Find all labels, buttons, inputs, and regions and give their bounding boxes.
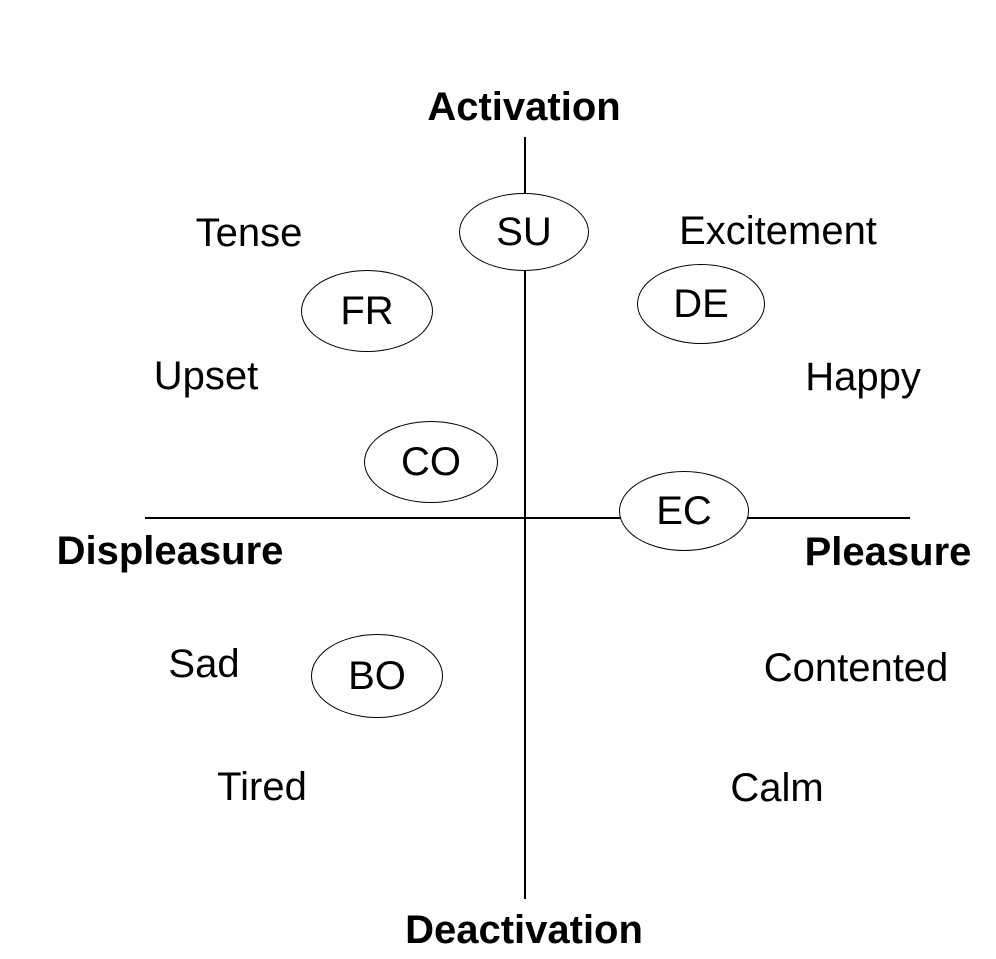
node-label-co: CO	[401, 440, 461, 484]
axis-label-pleasure: Pleasure	[804, 530, 972, 574]
emotion-label-tired: Tired	[217, 765, 307, 809]
axis-label-deactivation: Deactivation	[405, 908, 643, 952]
emotion-label-happy: Happy	[805, 355, 921, 399]
emotion-label-excitement: Excitement	[679, 209, 877, 253]
node-label-de: DE	[673, 282, 729, 326]
node-label-ec: EC	[656, 489, 712, 533]
node-label-su: SU	[496, 210, 552, 254]
node-ellipse-ec: EC	[619, 471, 749, 551]
node-ellipse-su: SU	[459, 193, 589, 271]
node-label-bo: BO	[348, 654, 406, 698]
node-ellipse-bo: BO	[311, 634, 443, 718]
horizontal-axis-line	[145, 517, 910, 519]
node-label-fr: FR	[340, 289, 394, 333]
emotion-label-calm: Calm	[730, 766, 824, 810]
axis-label-activation: Activation	[427, 85, 621, 129]
emotion-label-tense: Tense	[195, 211, 303, 255]
axis-label-displeasure: Displeasure	[56, 529, 284, 573]
emotion-label-contented: Contented	[763, 646, 949, 690]
emotion-label-upset: Upset	[153, 354, 259, 398]
emotion-label-sad: Sad	[168, 642, 240, 686]
node-ellipse-fr: FR	[301, 270, 433, 352]
node-ellipse-co: CO	[364, 421, 498, 503]
node-ellipse-de: DE	[637, 264, 765, 344]
